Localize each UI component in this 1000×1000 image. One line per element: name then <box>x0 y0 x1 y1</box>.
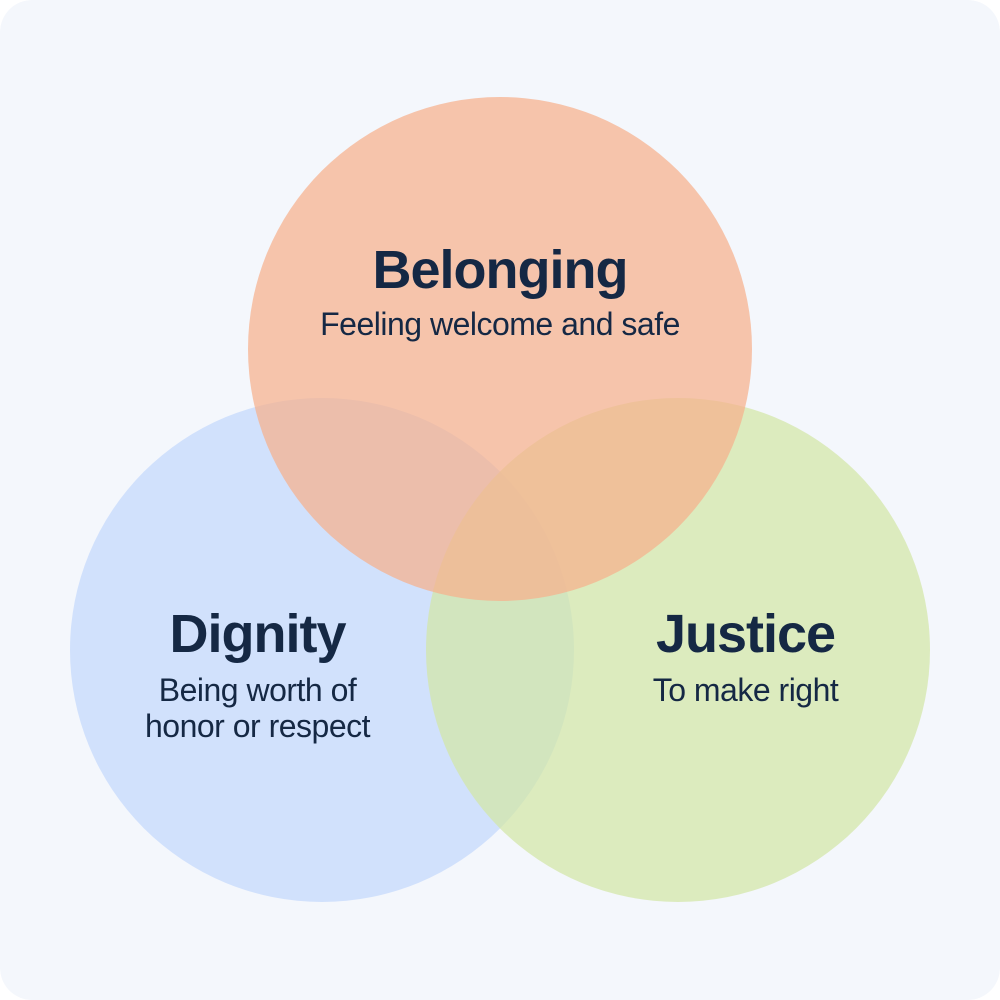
circle-belonging <box>248 97 752 601</box>
label-belonging: Belonging Feeling welcome and safe <box>250 240 750 342</box>
belonging-description: Feeling welcome and safe <box>320 306 680 342</box>
justice-title: Justice <box>655 604 836 664</box>
belonging-title: Belonging <box>372 240 629 300</box>
label-justice: Justice To make right <box>558 604 933 708</box>
dignity-description: Being worth of honor or respect <box>144 672 371 744</box>
dignity-title: Dignity <box>169 604 347 664</box>
label-dignity: Dignity Being worth of honor or respect <box>70 604 445 744</box>
justice-description: To make right <box>652 672 839 708</box>
